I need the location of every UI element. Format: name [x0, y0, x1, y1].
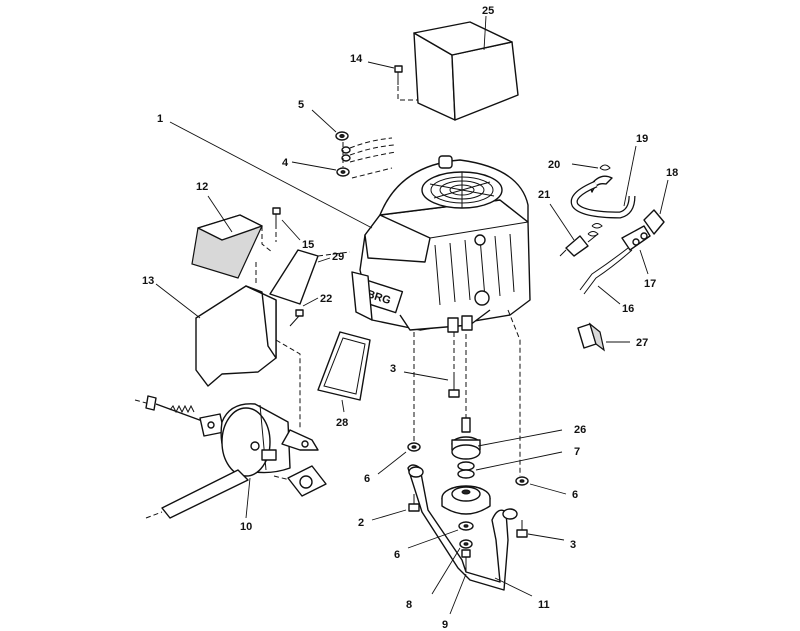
label-29: 29 — [332, 251, 344, 263]
label-28: 28 — [336, 417, 348, 429]
label-21: 21 — [538, 189, 550, 201]
label-10: 10 — [240, 521, 252, 533]
part-6-washer-center — [407, 521, 474, 549]
label-17: 17 — [644, 278, 656, 290]
part-26-pulley-hub — [451, 334, 563, 460]
part-19-fuel-hose — [570, 145, 637, 219]
label-3a: 3 — [390, 363, 396, 375]
label-19: 19 — [636, 133, 648, 145]
label-22: 22 — [320, 293, 332, 305]
label-13: 13 — [142, 275, 154, 287]
part-14-bolt — [367, 61, 418, 101]
part-6-washer-left — [377, 332, 421, 475]
part-18-knob — [643, 179, 669, 235]
part-6-washer-right — [507, 309, 567, 495]
label-9: 9 — [442, 619, 448, 631]
part-2-bolt — [371, 494, 420, 521]
part-7-spacers — [457, 451, 563, 479]
part-1-engine: BRG — [169, 121, 531, 333]
part-12-shield — [191, 195, 273, 279]
label-18: 18 — [666, 167, 678, 179]
label-3b: 3 — [570, 539, 576, 551]
part-8-washer — [431, 539, 473, 595]
label-7: 7 — [574, 446, 580, 458]
label-14: 14 — [350, 53, 363, 65]
part-9-bolt — [449, 549, 471, 615]
label-11: 11 — [538, 599, 550, 611]
part-3-bolt-upper — [403, 332, 460, 398]
label-12: 12 — [196, 181, 208, 193]
part-27-clip — [577, 322, 630, 352]
part-5-nut — [311, 109, 349, 141]
part-3-bolt-lower — [516, 520, 565, 541]
callout-labels: 1 2 3 3 4 5 6 6 6 7 8 9 10 11 12 13 14 1… — [142, 5, 678, 631]
part-25-shield — [413, 15, 519, 121]
label-25: 25 — [482, 5, 494, 17]
label-4: 4 — [282, 157, 289, 169]
label-6c: 6 — [572, 489, 578, 501]
label-20: 20 — [548, 159, 560, 171]
part-10-muffler — [134, 395, 327, 519]
label-1: 1 — [157, 113, 163, 125]
part-29-plate — [269, 249, 351, 305]
label-15: 15 — [302, 239, 314, 251]
part-4-washer — [291, 161, 350, 177]
label-5: 5 — [298, 99, 304, 111]
part-pulley — [441, 485, 491, 515]
part-17-lever — [621, 225, 651, 275]
label-16: 16 — [622, 303, 634, 315]
label-27: 27 — [636, 337, 648, 349]
part-22-screw — [289, 297, 319, 327]
part-16-cable — [579, 247, 633, 305]
part-21-fuel-filter — [549, 203, 599, 257]
label-8: 8 — [406, 599, 412, 611]
part-28-pad — [317, 331, 371, 413]
wire-leads — [341, 137, 397, 179]
label-2: 2 — [358, 517, 364, 529]
part-15-screw — [272, 207, 301, 242]
label-6b: 6 — [394, 549, 400, 561]
label-6a: 6 — [364, 473, 370, 485]
label-26: 26 — [574, 424, 586, 436]
part-11-bracket — [407, 464, 533, 597]
part-13-bracket — [155, 262, 301, 430]
